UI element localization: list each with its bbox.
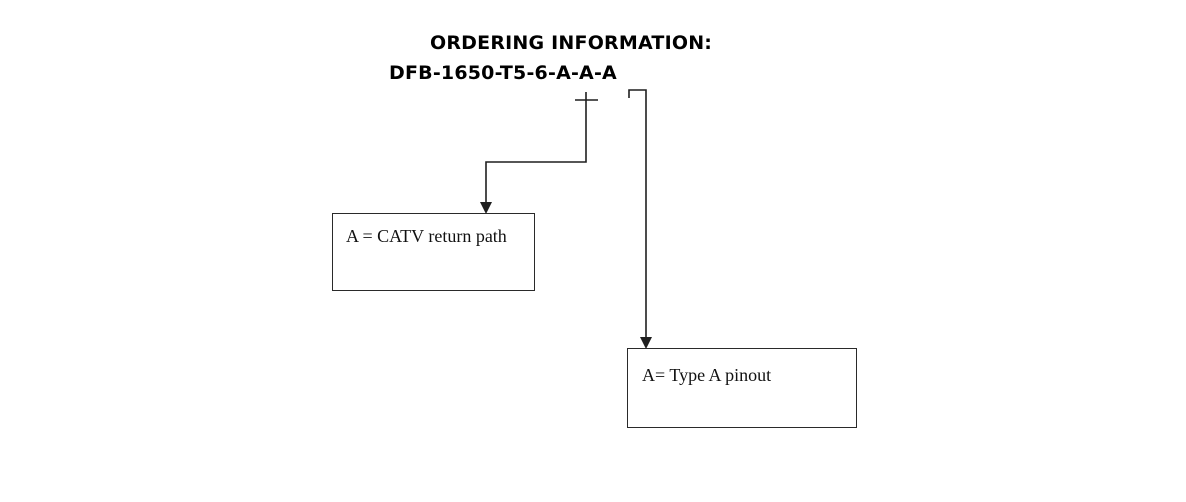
- type-a-pinout-label: A= Type A pinout: [642, 365, 772, 385]
- connector-to-catv-box: [485, 92, 587, 203]
- catv-return-path-label: A = CATV return path: [346, 226, 507, 246]
- catv-return-path-box: A = CATV return path: [332, 213, 535, 291]
- diagram-title: ORDERING INFORMATION:: [430, 32, 713, 54]
- type-a-pinout-box: A= Type A pinout: [627, 348, 857, 428]
- connector-to-pinout-box: [628, 89, 647, 338]
- part-number: DFB-1650-T5-6-A-A-A: [389, 62, 617, 84]
